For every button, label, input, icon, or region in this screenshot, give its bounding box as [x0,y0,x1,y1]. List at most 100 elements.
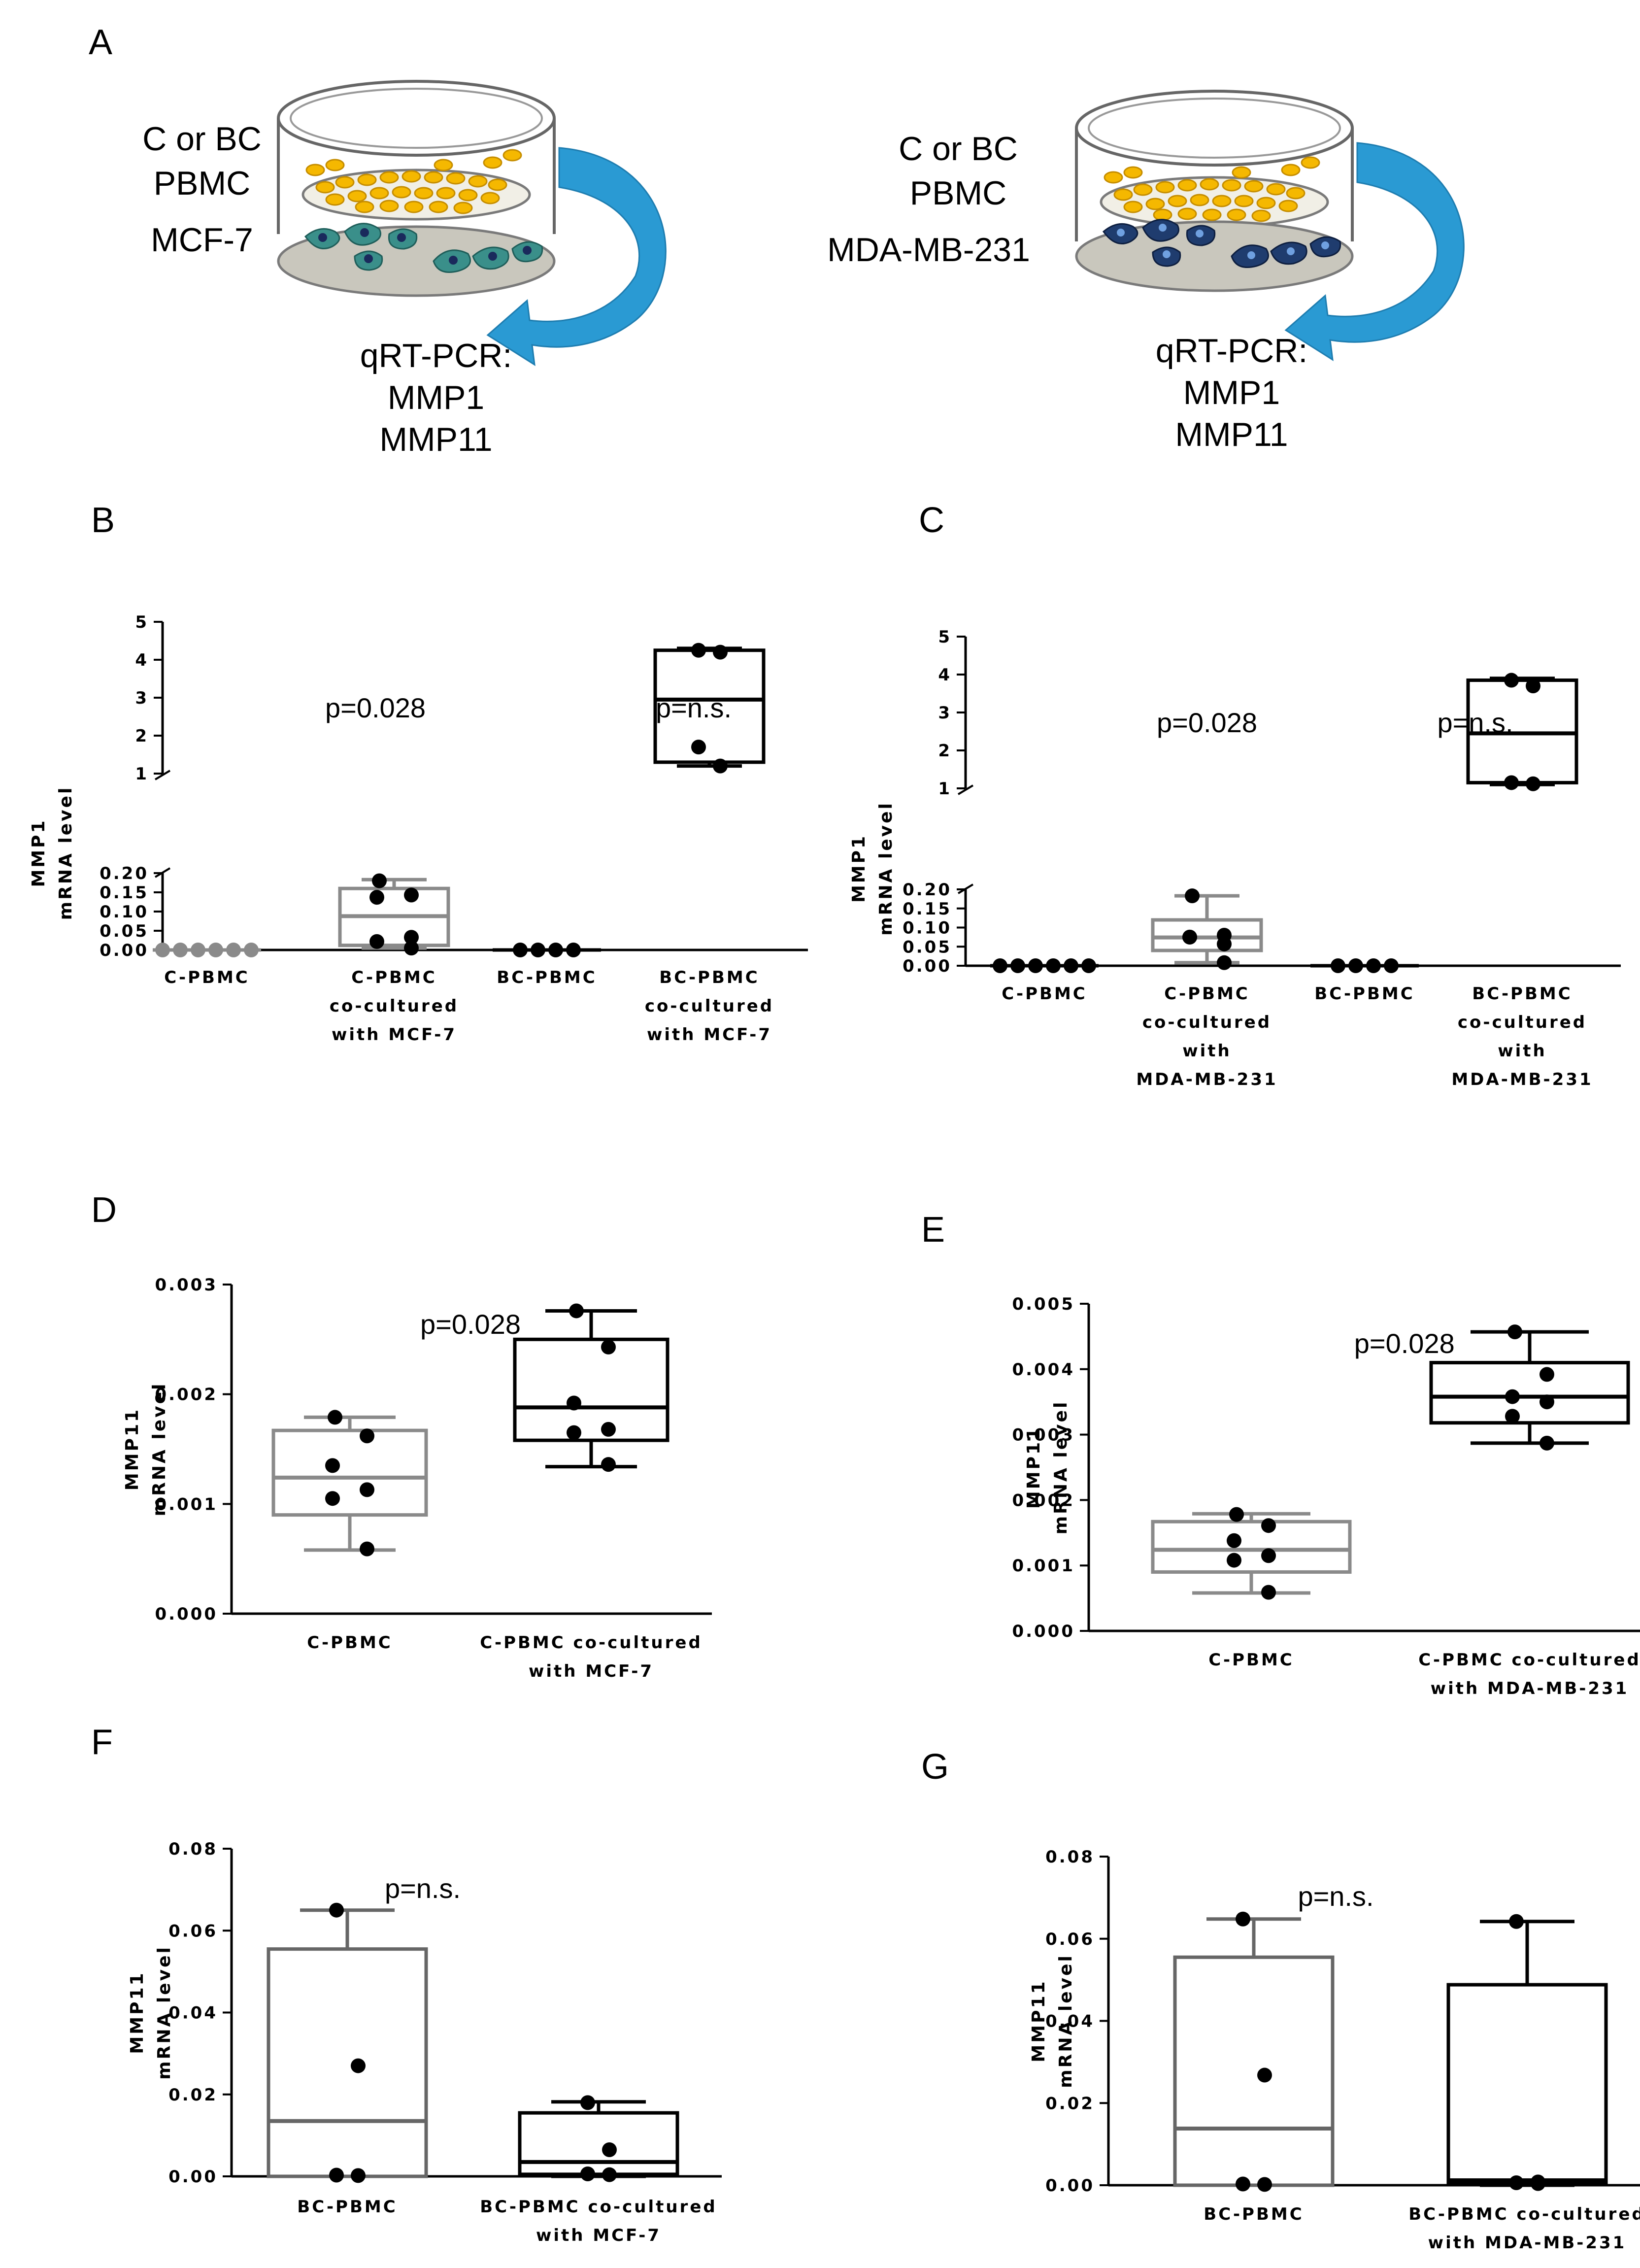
y-tick-label: 5 [135,612,149,632]
x-category-label: MDA-MB-231 [1136,1070,1277,1089]
x-category-label: with MCF-7 [536,2226,661,2245]
x-category-label: with MCF-7 [647,1025,772,1045]
y-axis-label-line: mRNA level [56,786,76,920]
data-point [601,1422,616,1437]
culture-label: C or BC [899,130,1018,168]
p-value-annotation: p=n.s. [1298,1881,1373,1912]
data-point [1257,2067,1272,2083]
data-point [244,943,259,957]
data-point [1236,1911,1250,1927]
data-point [155,943,170,957]
data-point [1540,1394,1554,1410]
y-axis-label-line: MMP11 [122,1408,142,1490]
data-point [1526,678,1540,694]
panel-letter: F [91,1723,113,1762]
y-tick-label: 0.001 [155,1494,218,1514]
y-axis-label-line: MMP1 [849,834,869,903]
arrow-icon [1284,142,1465,361]
data-point [360,1541,374,1557]
arrow-icon [486,147,667,366]
data-point [548,943,563,957]
data-point [601,1339,616,1354]
culture-label: C or BC [142,120,262,158]
box-group [1446,1914,1608,2191]
culture-label: PBMC [910,174,1006,212]
x-category-label: BC-PBMC [1314,984,1414,1004]
y-tick-label: 0.00 [100,941,149,960]
data-point [691,643,706,658]
data-point [191,943,205,957]
readout-label: MMP11 [1175,416,1288,453]
data-point [351,2058,366,2073]
box [513,1337,669,1442]
y-tick-label: 0.08 [1045,1847,1095,1867]
culture-label: PBMC [154,165,250,202]
box-group [513,1303,669,1472]
y-tick-label: 0.002 [1012,1490,1075,1510]
x-category-label: co-cultured [330,996,459,1016]
y-tick-label: 0.003 [1012,1425,1075,1445]
y-tick-label: 0.15 [903,899,952,919]
data-point [1185,888,1200,904]
readout-label: MMP11 [379,421,492,458]
readout-label: MMP1 [1183,374,1280,411]
data-point [208,943,223,957]
x-category-label: BC-PBMC [297,2197,397,2217]
data-point [1236,2176,1250,2192]
x-category-label: C-PBMC [1002,984,1087,1004]
data-point [1010,958,1025,973]
x-category-label: with [1182,1041,1232,1061]
data-point [1028,958,1043,973]
box-group [1310,958,1419,973]
x-category-label: co-cultured [645,996,774,1016]
data-point [1182,929,1197,945]
y-tick-label: 0.00 [1045,2176,1095,2196]
box-group [1429,1324,1630,1451]
data-point [580,2166,595,2182]
culture-dish-left: C or BC PBMC MCF-7 [142,80,667,458]
data-point [1229,1507,1244,1522]
data-point [372,873,387,888]
data-point [329,2167,344,2183]
data-point [601,1457,616,1472]
panel-letter: C [919,501,944,540]
y-tick-label: 4 [135,650,149,670]
y-tick-label: 0.10 [903,918,952,938]
y-tick-label: 0.02 [168,2085,218,2105]
y-tick-label: 0.001 [1012,1556,1075,1576]
y-tick-label: 0.04 [1045,2012,1095,2031]
cell-line-label: MDA-MB-231 [827,231,1030,269]
x-category-label: BC-PBMC [659,968,759,987]
data-point [328,1410,342,1425]
box [1173,1955,1335,2187]
data-point [369,890,384,905]
x-category-label: BC-PBMC [1204,2204,1304,2224]
p-value-annotation: p=n.s. [1437,707,1513,738]
data-point [1531,2176,1545,2191]
data-point [404,941,419,956]
box [1151,1520,1352,1574]
y-axis-label-line: mRNA level [1051,1400,1071,1535]
data-point [713,644,728,660]
data-point [1081,958,1096,973]
box-group [267,1902,428,2183]
y-tick-label: 3 [938,703,952,723]
y-tick-label: 0.004 [1012,1360,1075,1380]
pbmc-cells [1104,156,1320,222]
y-tick-label: 0.003 [155,1275,218,1295]
y-tick-label: 3 [135,688,149,708]
x-category-label: C-PBMC [351,968,436,987]
y-tick-label: 0.15 [100,883,149,903]
y-tick-label: 0.00 [168,2167,218,2187]
p-value-annotation: p=n.s. [385,1873,461,1904]
data-point [1227,1553,1241,1568]
y-axis-label-line: mRNA level [149,1382,169,1517]
data-point [1331,958,1345,973]
y-tick-label: 0.05 [100,921,149,941]
x-category-label: C-PBMC co-cultured [1418,1650,1640,1670]
y-tick-label: 0.002 [155,1385,218,1405]
data-point [513,943,528,957]
